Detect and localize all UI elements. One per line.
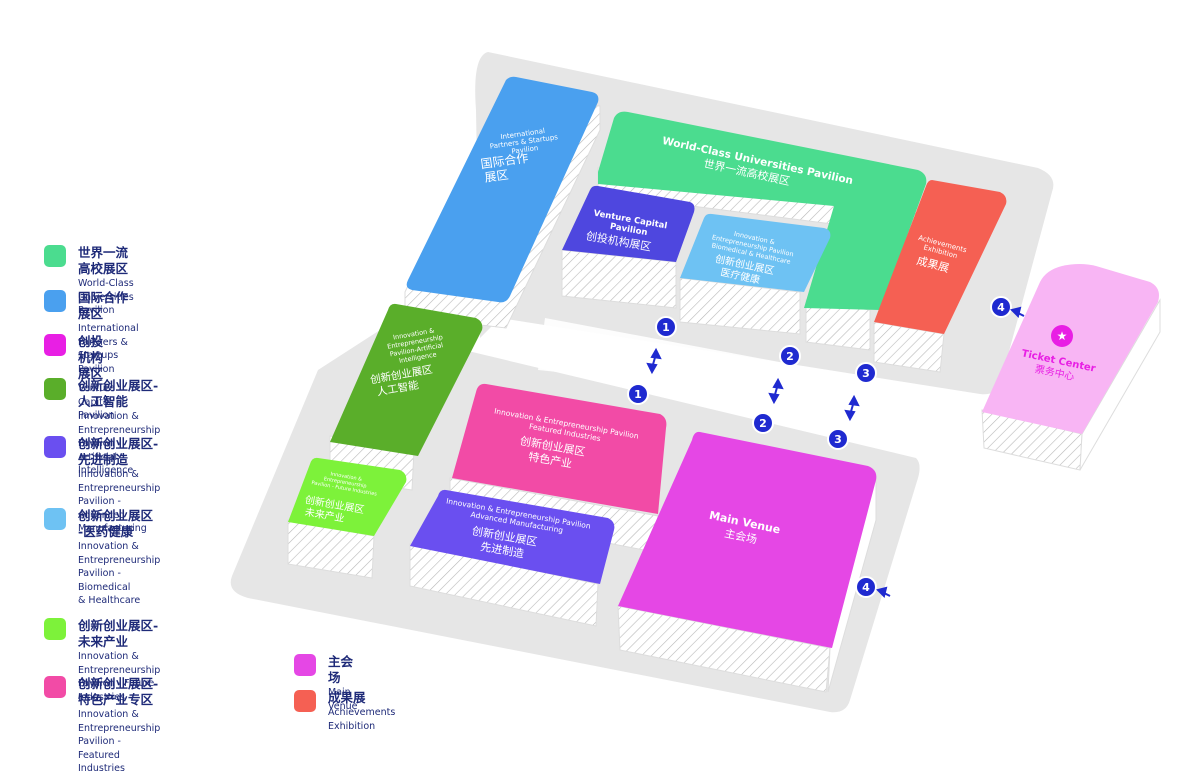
legend-en: World-Class Universities Pavilion bbox=[78, 278, 134, 316]
legend-swatch-featured bbox=[44, 676, 66, 698]
legend-en: Main Venue bbox=[328, 687, 358, 712]
svg-text:国际合作展区: 国际合作展区 bbox=[480, 150, 532, 185]
route-marker-4a[interactable]: 4 bbox=[990, 296, 1012, 318]
route-marker-2a[interactable]: 2 bbox=[779, 345, 801, 367]
route-marker-3b[interactable]: 3 bbox=[827, 428, 849, 450]
featured-pavilion[interactable]: Innovation & Entrepreneurship PavilionFe… bbox=[449, 383, 667, 553]
route-marker-3a[interactable]: 3 bbox=[855, 362, 877, 384]
legend-swatch-main-venue bbox=[294, 654, 316, 676]
legend-en: Innovation & Entrepreneurship Pavilion -… bbox=[78, 411, 161, 476]
legend-cn: 创新创业展区-未来产业 bbox=[78, 618, 159, 649]
legend-cn: 创新创业展区 -医药健康 bbox=[78, 508, 154, 539]
legend-swatch-achievements bbox=[294, 690, 316, 712]
legend-cn: 国际合作展区 bbox=[78, 290, 129, 321]
achievements-pavilion[interactable]: AchievementsExhibition 成果展 bbox=[873, 180, 1007, 373]
legend-swatch-ai bbox=[44, 378, 66, 400]
svg-text:2: 2 bbox=[786, 350, 794, 363]
walkway-strip bbox=[538, 318, 960, 412]
svg-text:1: 1 bbox=[662, 321, 670, 334]
legend-cn: 创新创业展区-特色产业专区 bbox=[78, 676, 159, 707]
international-pavilion[interactable]: InternationalPartners & StartupsPavilion… bbox=[404, 76, 601, 329]
legend-en: Innovation & Entrepreneurship Pavilion -… bbox=[78, 469, 161, 534]
route-marker-1a[interactable]: 1 bbox=[655, 316, 677, 338]
svg-text:主会场: 主会场 bbox=[723, 526, 758, 547]
legend-cn: 成果展 bbox=[328, 690, 366, 705]
route-marker-4b[interactable]: 4 bbox=[855, 576, 877, 598]
legend-en: Venture Capital Pavilion bbox=[78, 383, 115, 421]
legend-cn: 创新创业展区-人工智能 bbox=[78, 378, 159, 409]
walk-arrow-3 bbox=[844, 394, 860, 422]
legend-en: Innovation & Entrepreneurship Pavilion -… bbox=[78, 651, 161, 703]
walk-arrow-1 bbox=[646, 347, 662, 375]
legend-cn: 创投机构展区 bbox=[78, 334, 104, 381]
ticket-center[interactable]: ★ Ticket Center 票务中心 bbox=[981, 264, 1161, 471]
entry-arrow-4a bbox=[1010, 306, 1025, 318]
svg-text:Innovation &EntrepreneurshipPa: Innovation &EntrepreneurshipPavilion-Art… bbox=[385, 325, 446, 366]
walk-arrow-2 bbox=[768, 377, 784, 405]
ticket-star-icon bbox=[1051, 325, 1073, 347]
legend-cn: 世界一流高校展区 bbox=[78, 245, 129, 276]
legend-en: International Partners & Startups Pavili… bbox=[78, 323, 139, 375]
svg-text:3: 3 bbox=[862, 367, 870, 380]
future-pavilion[interactable]: Innovation &EntrepreneurshipPavilion - F… bbox=[287, 457, 407, 579]
main-venue[interactable]: Main Venue 主会场 bbox=[617, 431, 877, 693]
ticket-star-glyph: ★ bbox=[1057, 329, 1068, 343]
venture-capital-pavilion[interactable]: Venture CapitalPavilion 创投机构展区 bbox=[561, 185, 695, 309]
legend-cn: 主会场 bbox=[328, 654, 354, 685]
svg-text:2: 2 bbox=[759, 417, 767, 430]
biomedical-pavilion[interactable]: Innovation &Entrepreneurship PavilionBio… bbox=[679, 213, 831, 335]
legend-en: Innovation & Entrepreneurship Pavilion -… bbox=[78, 709, 161, 774]
route-marker-1b[interactable]: 1 bbox=[627, 383, 649, 405]
svg-text:4: 4 bbox=[862, 581, 870, 594]
legend-en: Achievements Exhibition bbox=[328, 707, 396, 732]
legend-swatch-universities bbox=[44, 245, 66, 267]
svg-text:4: 4 bbox=[997, 301, 1005, 314]
legend-item-achievements: 成果展 Achievements Exhibition bbox=[294, 690, 395, 733]
svg-text:3: 3 bbox=[834, 433, 842, 446]
route-marker-2b[interactable]: 2 bbox=[752, 412, 774, 434]
legend-swatch-venture bbox=[44, 334, 66, 356]
entry-arrow-4b bbox=[876, 586, 891, 598]
legend-swatch-biomedical bbox=[44, 508, 66, 530]
legend-en: Innovation & Entrepreneurship Pavilion -… bbox=[78, 541, 161, 606]
legend-swatch-international bbox=[44, 290, 66, 312]
legend-swatch-future bbox=[44, 618, 66, 640]
legend-swatch-advanced bbox=[44, 436, 66, 458]
legend-cn: 创新创业展区-先进制造 bbox=[78, 436, 159, 467]
svg-text:1: 1 bbox=[634, 388, 642, 401]
